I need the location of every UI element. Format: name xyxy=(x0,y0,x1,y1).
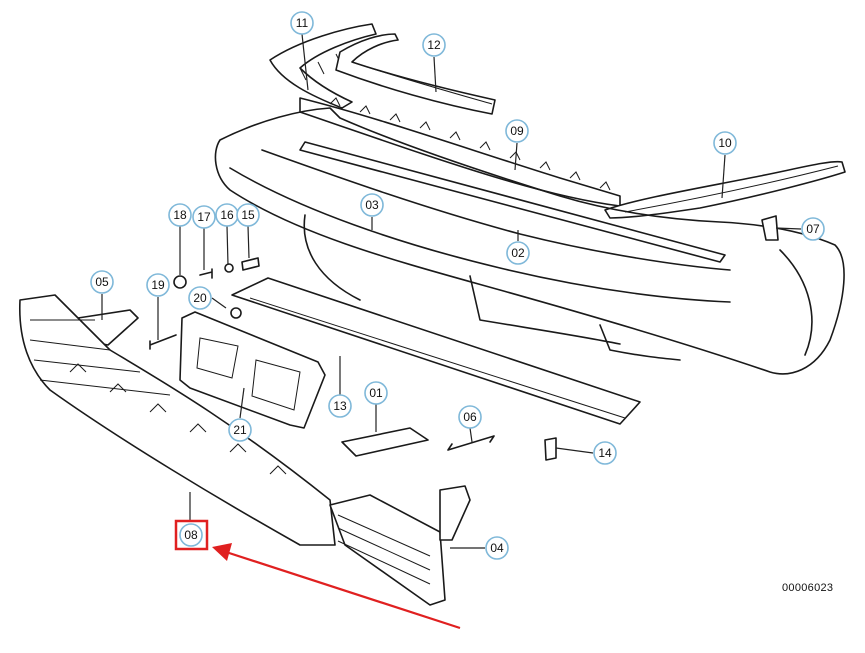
corner-trim-part xyxy=(604,160,846,219)
svg-text:08: 08 xyxy=(184,528,198,542)
svg-text:02: 02 xyxy=(511,246,525,260)
svg-text:05: 05 xyxy=(95,275,109,289)
lower-grille-bar-part xyxy=(18,294,336,546)
callout-21[interactable]: 21 xyxy=(228,418,252,442)
svg-text:15: 15 xyxy=(241,208,255,222)
leader-lines xyxy=(101,33,802,549)
callout-17[interactable]: 17 xyxy=(192,205,216,229)
callout-20[interactable]: 20 xyxy=(188,286,212,310)
callout-15[interactable]: 15 xyxy=(236,203,260,227)
clip-rod-part xyxy=(447,435,495,451)
callout-04[interactable]: 04 xyxy=(485,536,509,560)
callout-02[interactable]: 02 xyxy=(506,241,530,265)
plate-holder-part xyxy=(179,311,326,429)
svg-text:04: 04 xyxy=(490,541,504,555)
callout-13[interactable]: 13 xyxy=(328,394,352,418)
support-bar-part xyxy=(231,277,641,425)
svg-text:17: 17 xyxy=(197,210,211,224)
svg-text:19: 19 xyxy=(151,278,165,292)
svg-text:12: 12 xyxy=(427,38,441,52)
svg-text:16: 16 xyxy=(220,208,234,222)
bumper-shell xyxy=(214,107,845,375)
svg-text:10: 10 xyxy=(718,136,732,150)
svg-text:20: 20 xyxy=(193,291,207,305)
callout-06[interactable]: 06 xyxy=(458,405,482,429)
svg-text:18: 18 xyxy=(173,208,187,222)
moulding-strip-part xyxy=(335,33,496,115)
callout-11[interactable]: 11 xyxy=(290,11,314,35)
catalog-number: 00006023 xyxy=(782,582,834,594)
callout-19[interactable]: 19 xyxy=(146,273,170,297)
highlight-box xyxy=(174,519,209,551)
fasteners xyxy=(149,215,779,461)
svg-text:03: 03 xyxy=(365,198,379,212)
callout-01[interactable]: 01 xyxy=(364,381,388,405)
svg-text:21: 21 xyxy=(233,423,247,437)
svg-text:07: 07 xyxy=(806,222,820,236)
callout-18[interactable]: 18 xyxy=(168,203,192,227)
svg-text:11: 11 xyxy=(296,16,309,30)
svg-text:14: 14 xyxy=(598,446,612,460)
svg-text:01: 01 xyxy=(369,386,383,400)
svg-text:06: 06 xyxy=(463,410,477,424)
callout-09[interactable]: 09 xyxy=(505,119,529,143)
callout-16[interactable]: 16 xyxy=(215,203,239,227)
highlight-arrow xyxy=(212,543,461,630)
callout-10[interactable]: 10 xyxy=(713,131,737,155)
small-plate-part xyxy=(341,427,429,457)
callout-07[interactable]: 07 xyxy=(801,217,825,241)
svg-text:09: 09 xyxy=(510,124,524,138)
callout-14[interactable]: 14 xyxy=(593,441,617,465)
serrated-strip-part xyxy=(299,97,621,207)
callout-08-highlighted[interactable]: 08 xyxy=(174,519,209,551)
right-grille-end-part xyxy=(329,485,471,606)
callout-12[interactable]: 12 xyxy=(422,33,446,57)
callout-05[interactable]: 05 xyxy=(90,270,114,294)
callout-03[interactable]: 03 xyxy=(360,193,384,217)
svg-text:13: 13 xyxy=(333,399,347,413)
